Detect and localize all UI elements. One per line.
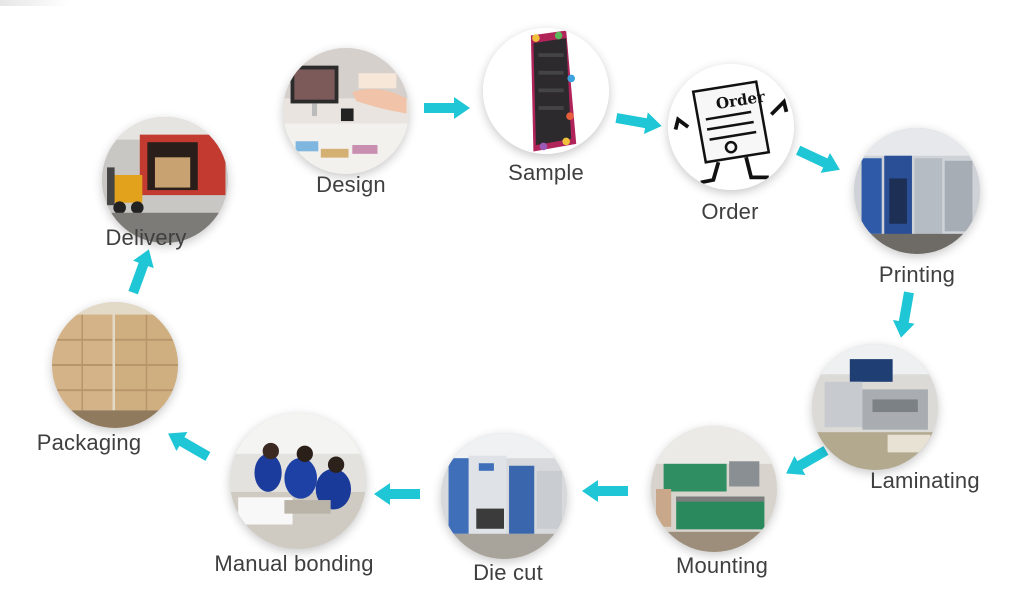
arrow-packaging-to-delivery-icon — [123, 246, 159, 297]
die-cut-photo — [441, 433, 567, 559]
corner-decoration — [0, 0, 70, 6]
arrow-die-cut-to-bonding-icon — [374, 483, 420, 505]
step-label: Manual bonding — [214, 551, 374, 576]
design-photo — [283, 48, 409, 174]
arrow-sample-to-order-icon — [614, 107, 663, 137]
step-label: Laminating — [870, 468, 980, 493]
arrow-laminating-to-mounting-icon — [781, 441, 832, 483]
step-label: Die cut — [473, 560, 543, 585]
printing-photo — [854, 128, 980, 254]
sample-photo — [483, 28, 609, 154]
step-label: Mounting — [675, 553, 769, 578]
order-photo: Order — [668, 64, 794, 190]
step-label: Sample — [508, 160, 584, 185]
mounting-photo — [651, 426, 777, 552]
step-label: Packaging — [36, 430, 142, 455]
arrow-order-to-printing-icon — [794, 140, 845, 179]
step-label: Printing — [878, 262, 956, 287]
packaging-photo — [52, 302, 178, 428]
manual-bonding-photo — [230, 413, 366, 549]
arrow-mounting-to-die-cut-icon — [582, 480, 628, 502]
arrow-design-to-sample-icon — [424, 97, 470, 119]
step-label: Delivery — [105, 225, 187, 250]
arrow-printing-to-laminating-icon — [890, 290, 920, 339]
laminating-photo — [812, 344, 938, 470]
arrow-bonding-to-packaging-icon — [163, 424, 214, 466]
step-label: Order — [701, 199, 759, 224]
step-label: Design — [316, 172, 386, 197]
